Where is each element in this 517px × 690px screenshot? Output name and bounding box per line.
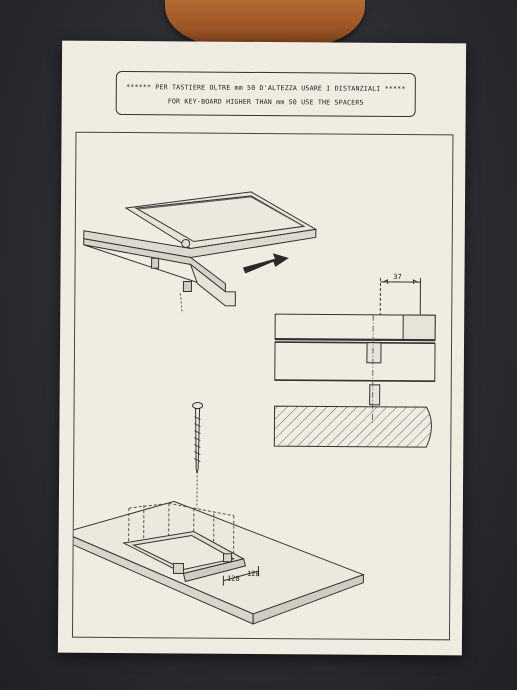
drawing-frame: 37	[71, 131, 454, 641]
dimension-37-label: 37	[393, 273, 401, 281]
header-note-box: ****** PER TASTIERE OLTRE mm 50 D'ALTEZZ…	[115, 70, 416, 118]
desk-board-illustration	[72, 500, 365, 625]
keyboard-tray-illustration	[83, 191, 318, 307]
dimension-128-right-label: 128	[247, 570, 260, 578]
screw-guide-line	[179, 293, 183, 314]
screw-illustration	[192, 402, 204, 474]
dimension-128-left-label: 128	[227, 575, 240, 583]
instruction-sheet: ****** PER TASTIERE OLTRE mm 50 D'ALTEZZ…	[57, 40, 467, 656]
cross-section-detail	[273, 277, 436, 448]
header-line-english: FOR KEY-BOARD HIGHER THAN mm 50 USE THE …	[167, 97, 364, 107]
header-line-italian: ****** PER TASTIERE OLTRE mm 50 D'ALTEZZ…	[126, 83, 406, 93]
wooden-object	[165, 0, 365, 46]
technical-drawing: 37	[72, 191, 436, 625]
